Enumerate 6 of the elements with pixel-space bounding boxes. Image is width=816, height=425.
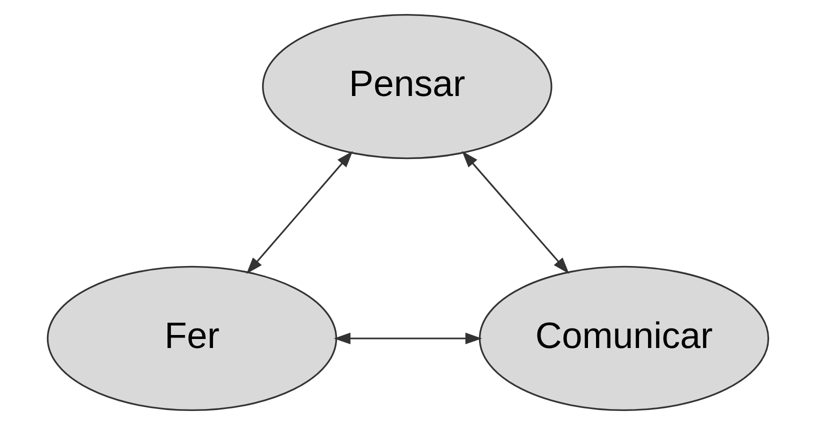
node-ellipse: Pensar [262, 14, 552, 160]
arrow [462, 150, 570, 274]
arrow [246, 150, 353, 274]
node-ellipse: Fer [46, 266, 338, 412]
arrow [334, 332, 482, 344]
node-ellipse: Comunicar [478, 266, 770, 412]
